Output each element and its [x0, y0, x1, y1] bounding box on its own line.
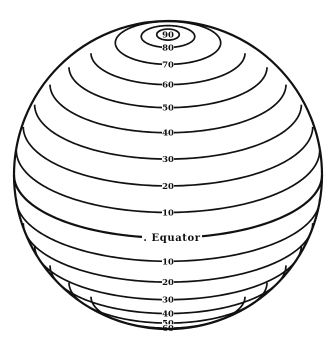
label-n80: 80 — [162, 43, 174, 53]
label-n30: 30 — [162, 155, 174, 165]
label-s10: 10 — [162, 257, 174, 267]
label-n40: 40 — [162, 129, 174, 139]
label-n50: 50 — [162, 104, 174, 114]
label-n70: 70 — [162, 60, 174, 70]
label-s20: 20 — [162, 278, 174, 288]
label-n20: 20 — [162, 182, 174, 192]
parallel-s30 — [35, 245, 302, 299]
label-s40: 40 — [162, 310, 174, 320]
label-n90: 90 — [162, 31, 174, 41]
label-n60: 60 — [162, 81, 174, 91]
label-n10: 10 — [162, 208, 174, 218]
label-s30: 30 — [162, 296, 174, 306]
equator-label: . Equator — [143, 233, 200, 244]
